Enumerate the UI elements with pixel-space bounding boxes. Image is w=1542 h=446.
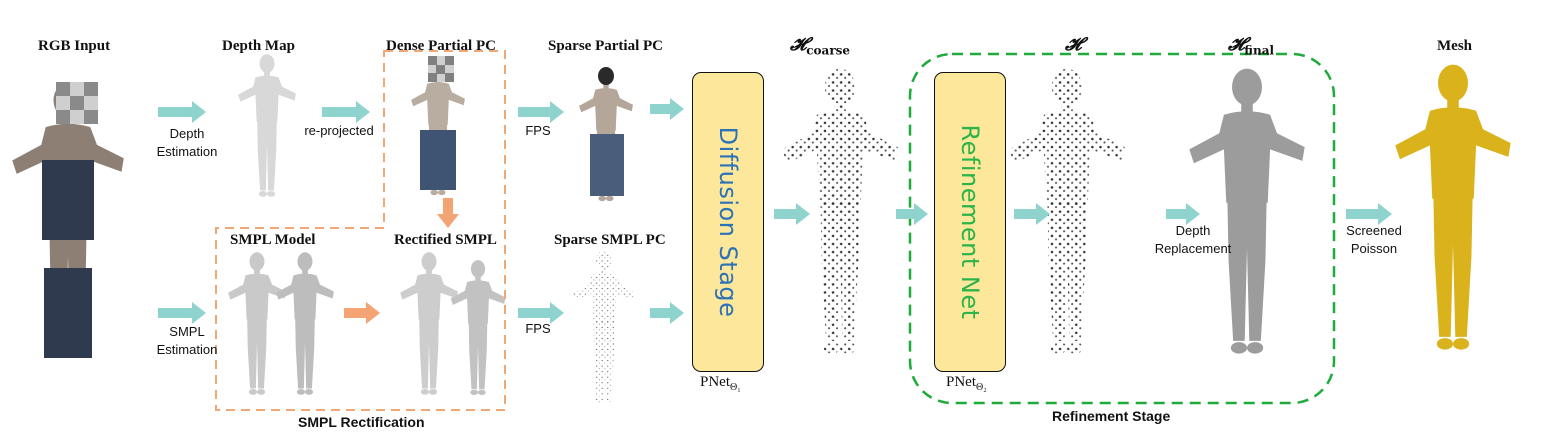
title-h-final: 𝓗final <box>1228 34 1275 58</box>
arrow-fps-bottom <box>518 302 564 324</box>
sparse-smpl-pc-image <box>573 250 635 403</box>
arrow-diffusion-out <box>774 203 810 225</box>
arrow-fps-top <box>518 101 564 123</box>
title-rgb-input: RGB Input <box>38 38 111 54</box>
smpl-model-body-1 <box>228 252 286 395</box>
arrow-depth-replacement <box>1166 203 1200 225</box>
arrow-screened-poisson <box>1346 203 1392 225</box>
arrow-to-diffusion-bottom <box>650 302 684 324</box>
teal-arrows <box>158 98 1392 324</box>
refinement-net-box: Refinement Net <box>934 72 1006 372</box>
smpl-model-body-2 <box>276 252 334 395</box>
diffusion-stage-box: Diffusion Stage <box>692 72 764 372</box>
orange-arrows <box>344 198 459 324</box>
arrow-rectify-down <box>437 198 459 228</box>
caption-fps-top: FPS <box>525 123 551 138</box>
title-rectified-smpl: Rectified SMPL <box>394 232 497 248</box>
arrow-rectify-right <box>344 302 380 324</box>
mesh-image <box>1395 64 1511 350</box>
pnet-theta1-label: PNetΘ₁ <box>700 374 741 393</box>
diffusion-stage-label: Diffusion Stage <box>714 126 742 318</box>
pnet-theta2-label: PNetΘ₂ <box>946 374 987 393</box>
h-final-image <box>1189 68 1305 354</box>
smpl-rectification-box <box>215 50 506 411</box>
smpl-rectification-label: SMPL Rectification <box>298 414 425 430</box>
rgb-person-image <box>12 82 124 358</box>
arrow-depth-estimation <box>158 101 206 123</box>
arrow-to-diffusion-top <box>650 98 684 120</box>
title-h-coarse: 𝓗coarse <box>790 34 851 58</box>
refinement-stage-label: Refinement Stage <box>1052 408 1171 424</box>
caption-fps-bottom: FPS <box>525 321 551 336</box>
title-dense-partial-pc: Dense Partial PC <box>386 38 496 54</box>
rectified-smpl-body-1 <box>400 252 458 395</box>
caption-reprojected: re-projected <box>304 123 374 138</box>
arrow-to-refinement <box>896 203 928 225</box>
title-sparse-smpl-pc: Sparse SMPL PC <box>554 232 666 248</box>
depth-map-image <box>238 54 296 197</box>
arrow-reprojected <box>322 101 370 123</box>
refinement-net-label: Refinement Net <box>956 124 984 320</box>
title-mesh: Mesh <box>1437 38 1472 54</box>
title-sparse-partial-pc: Sparse Partial PC <box>548 38 663 54</box>
rectified-smpl-body-2 <box>450 260 506 396</box>
title-smpl-model: SMPL Model <box>230 232 316 248</box>
arrow-smpl-estimation <box>158 302 206 324</box>
dense-partial-pc-image <box>411 56 465 196</box>
sparse-partial-pc-image <box>579 67 633 202</box>
title-h: 𝓗 <box>1065 34 1082 55</box>
arrow-refinement-out <box>1014 203 1050 225</box>
title-depth-map: Depth Map <box>222 38 295 54</box>
refinement-stage-box <box>908 52 1336 405</box>
